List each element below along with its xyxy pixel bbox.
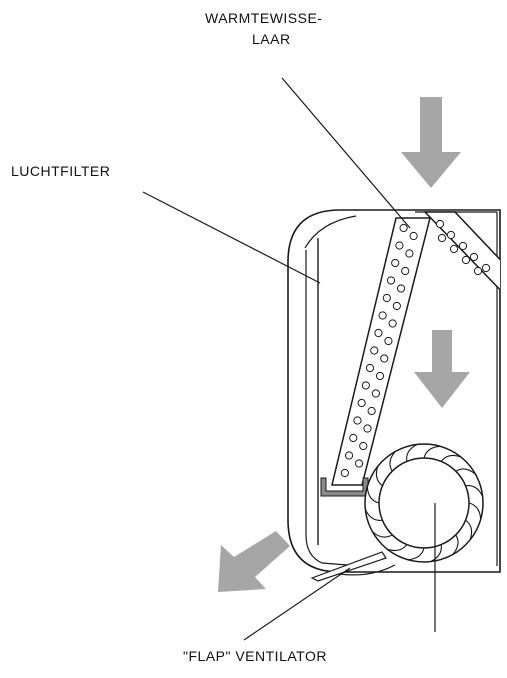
heat-exchanger-tube: [388, 319, 397, 328]
heat-exchanger-tube: [405, 249, 414, 258]
heat-exchanger-tube: [375, 371, 385, 381]
fan-blade: [468, 502, 482, 520]
fan-blade: [387, 544, 408, 552]
heat-exchanger-tube: [409, 231, 418, 241]
fan-blade: [465, 485, 484, 497]
unit-housing: [287, 209, 501, 573]
heat-exchanger-tube: [370, 346, 379, 355]
heat-exchanger-tube: [395, 241, 404, 250]
heat-exchanger-tube: [380, 354, 389, 363]
heat-exchanger-upper: [423, 211, 500, 302]
heat-exchanger-tube: [359, 441, 368, 451]
heat-exchanger-tube: [378, 311, 387, 320]
heat-exchanger-tube: [354, 459, 364, 468]
arrow-air-in-top: [401, 97, 461, 188]
label-heat-exchanger-line1: WARMTEWISSE-: [205, 10, 323, 26]
heat-exchanger-tube: [473, 266, 483, 276]
heat-exchanger: [331, 217, 431, 486]
heat-exchanger-tube: [396, 284, 406, 293]
leader-air-filter: [142, 191, 321, 284]
heat-exchanger-tube: [349, 433, 358, 443]
cross-flow-fan: [364, 443, 484, 563]
heat-exchanger-tube: [401, 266, 410, 276]
heat-exchanger-tube: [371, 389, 380, 398]
fan-blade: [430, 544, 442, 563]
heat-exchanger-tube: [458, 241, 468, 251]
flap: [310, 551, 387, 582]
heat-exchanger-tube: [437, 233, 447, 243]
heat-exchanger-tube: [344, 451, 354, 460]
heat-exchanger-tube: [384, 336, 393, 346]
heat-exchanger-tube: [353, 416, 362, 425]
leader-heat-exchanger: [281, 77, 411, 229]
outlet-lip: [339, 564, 396, 576]
fan-blade: [366, 486, 380, 504]
leader-flap: [243, 567, 351, 641]
heat-exchanger-tube: [391, 258, 400, 268]
heat-exchanger-tube: [449, 244, 459, 254]
heat-exchanger-tube: [340, 468, 349, 478]
fan-blade: [372, 531, 393, 538]
fan-blade: [452, 534, 459, 555]
fan-blade: [407, 547, 425, 561]
heat-exchanger-tube: [363, 424, 372, 433]
heat-exchanger-tube: [435, 219, 445, 229]
arrow-air-inside: [414, 330, 470, 408]
fan-blade: [455, 468, 476, 475]
fan-blade: [364, 509, 383, 521]
heat-exchanger-tube: [365, 363, 375, 373]
heat-exchanger-tube: [357, 398, 366, 408]
fan-blade: [389, 451, 396, 472]
heat-exchanger-tube: [386, 276, 396, 285]
heat-exchanger-tube: [374, 328, 383, 338]
arrow-air-out: [218, 531, 290, 592]
fan-blade: [423, 445, 441, 459]
label-flap-fan: "FLAP" VENTILATOR: [183, 648, 327, 664]
label-air-filter: LUCHTFILTER: [11, 163, 111, 179]
heat-exchanger-tube: [446, 230, 456, 240]
fan-blade: [406, 443, 418, 462]
label-heat-exchanger-line2: LAAR: [252, 31, 291, 47]
heat-exchanger-tube: [399, 223, 408, 233]
heat-exchanger-tube: [361, 381, 370, 390]
heat-exchanger-tube: [382, 293, 391, 303]
heat-exchanger-tube: [367, 406, 376, 416]
heat-exchanger-tube: [461, 255, 471, 265]
heat-exchanger-tube: [392, 301, 401, 311]
fan-blade: [440, 454, 461, 462]
heat-exchanger-tube: [469, 252, 479, 262]
heat-exchanger-tube: [481, 263, 491, 273]
fan-blade: [375, 466, 383, 487]
fan-blade: [465, 519, 473, 540]
drain-tray: [320, 477, 369, 497]
